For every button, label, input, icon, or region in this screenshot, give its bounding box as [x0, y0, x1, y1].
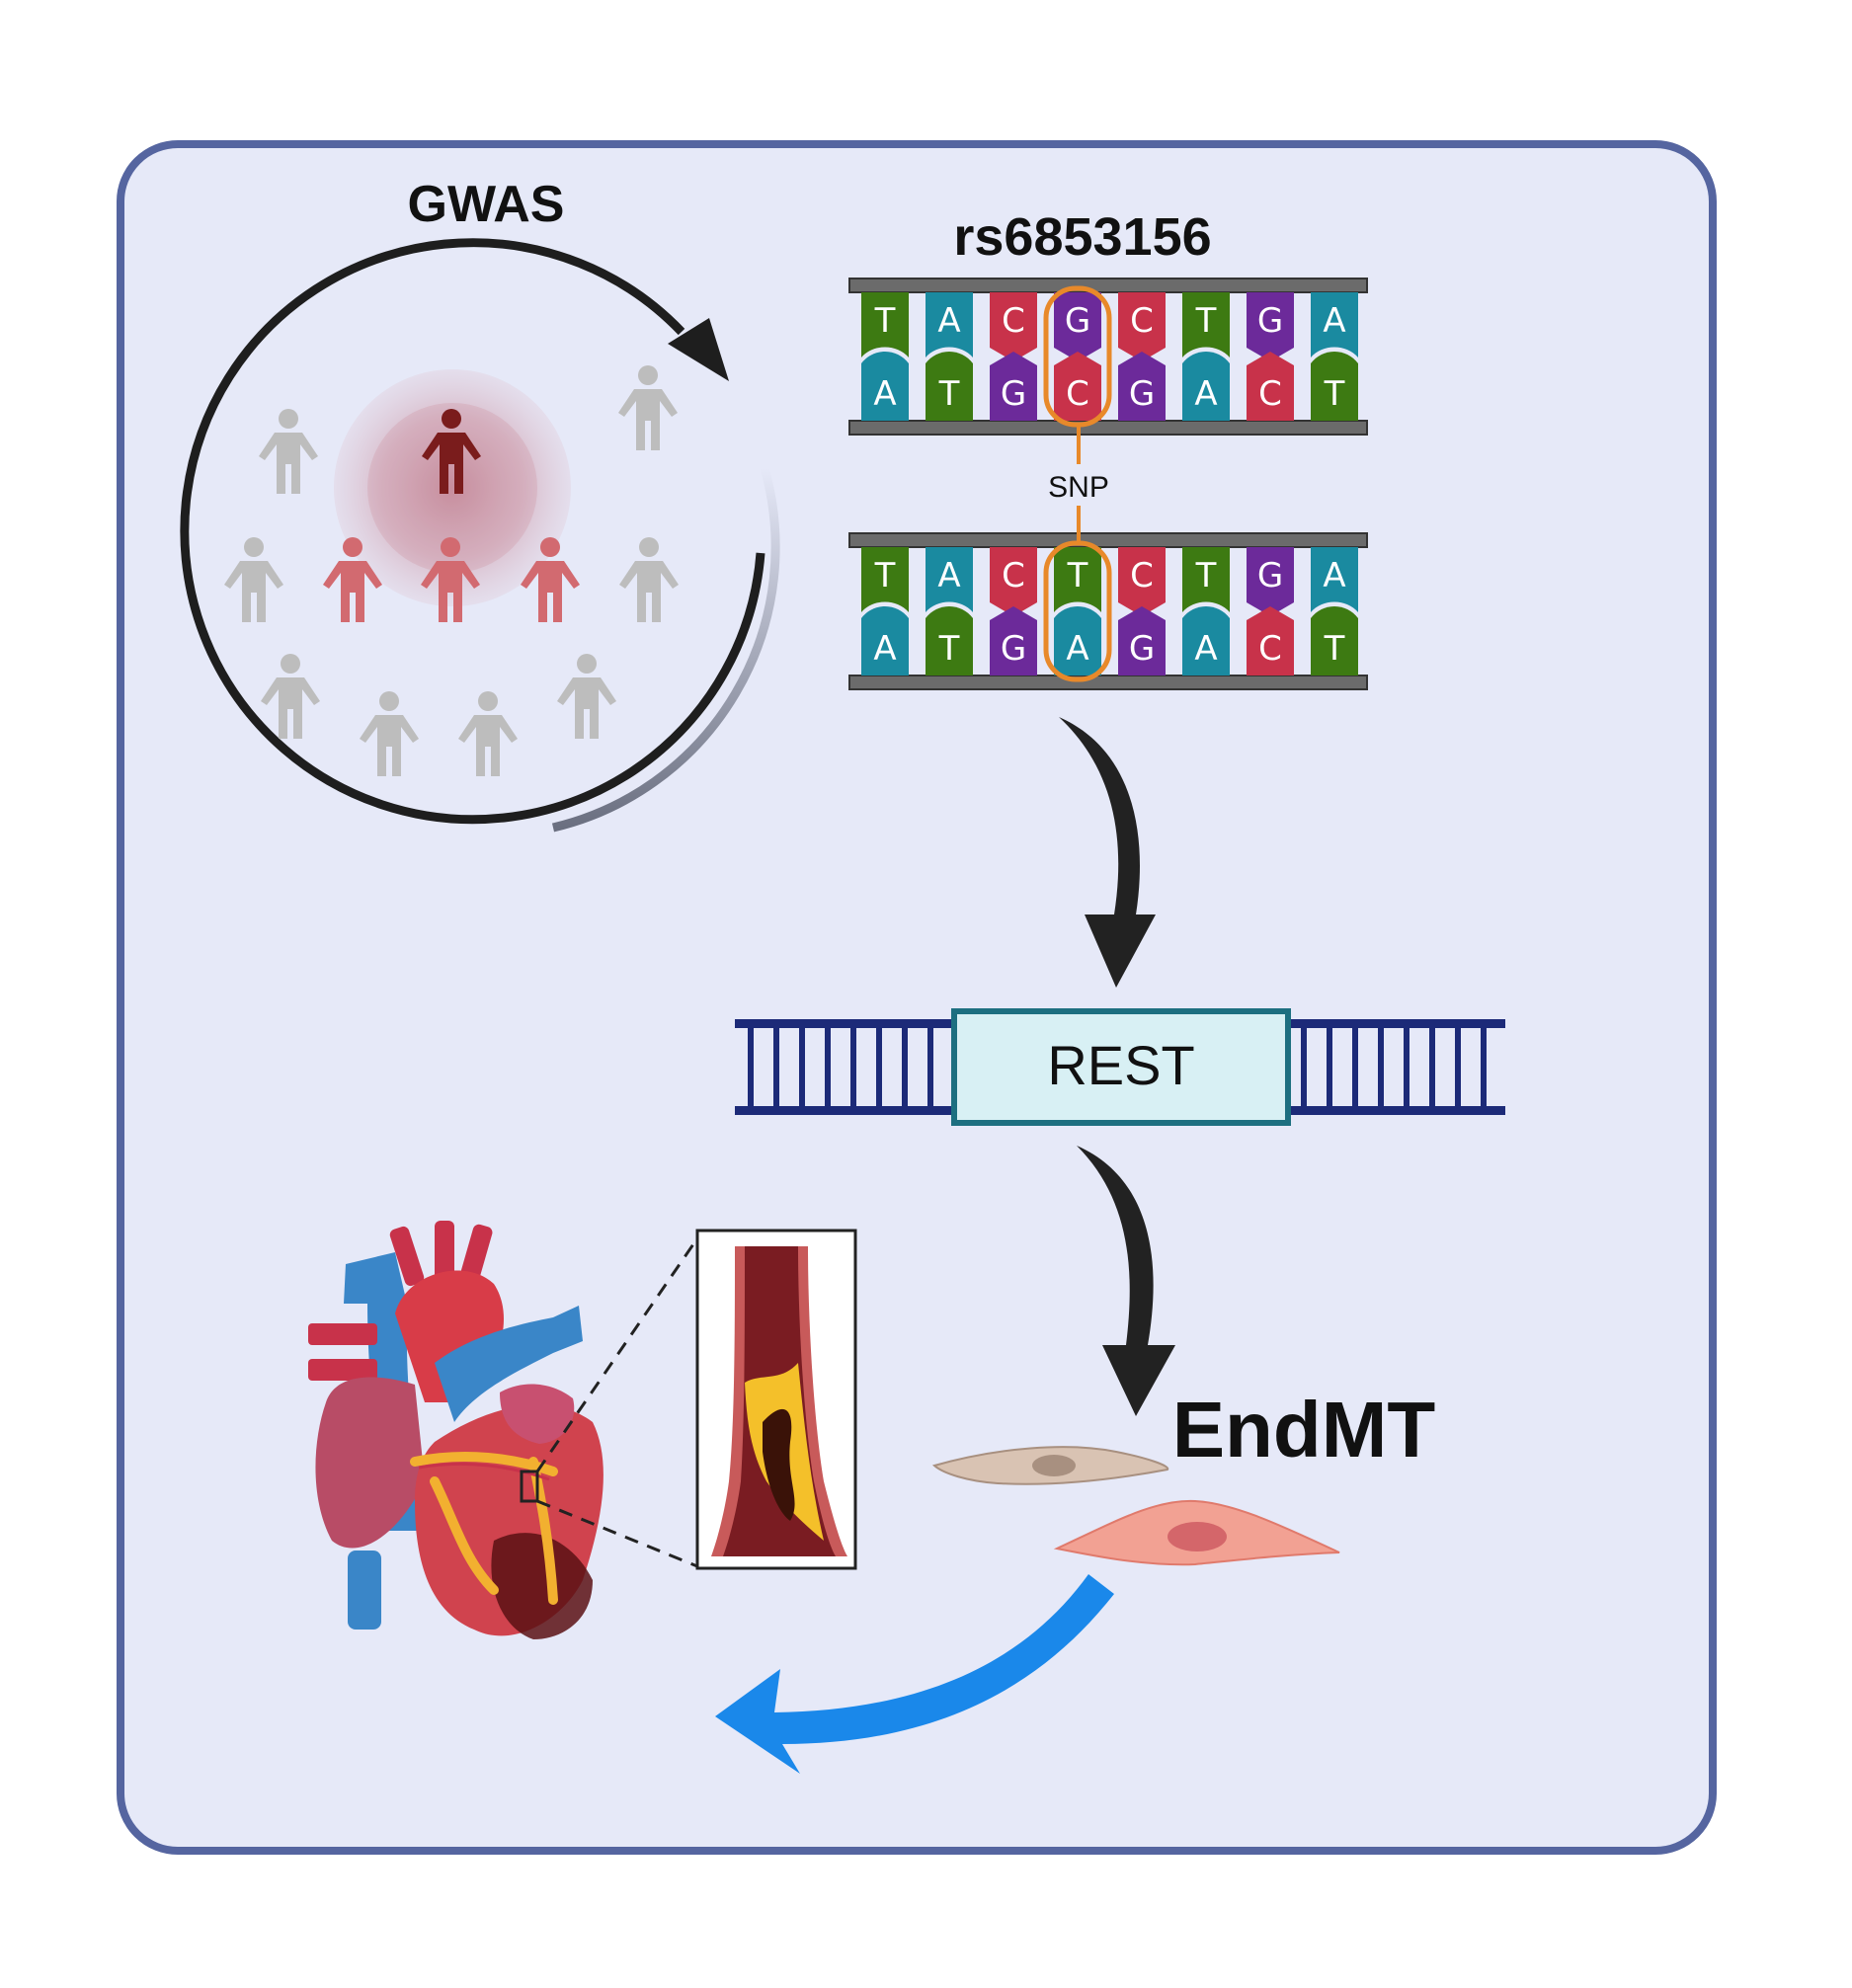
base-C: [1247, 606, 1294, 676]
endmt-label: EndMT: [1172, 1386, 1436, 1473]
base-T: [1182, 292, 1230, 358]
base-letter: C: [1066, 374, 1089, 414]
base-letter: C: [1002, 301, 1025, 341]
base-G: [1118, 352, 1166, 421]
gwas-arrowhead: [668, 318, 729, 381]
base-letter: T: [938, 629, 960, 669]
base-G: [1247, 292, 1294, 361]
base-A: [1311, 547, 1358, 612]
base-C: [1118, 292, 1166, 361]
base-C: [1247, 352, 1294, 421]
base-A: [1311, 292, 1358, 358]
base-C: [1054, 352, 1101, 421]
base-letter: A: [1323, 301, 1345, 341]
base-letter: C: [1130, 301, 1154, 341]
gwas-cycle-arc-fade: [551, 466, 780, 833]
base-C: [1118, 547, 1166, 616]
rest-gene-box: [951, 1008, 1291, 1126]
snp-id-label: rs6853156: [953, 207, 1211, 267]
base-G: [1054, 292, 1101, 361]
base-letter: G: [1065, 301, 1090, 341]
base-A: [926, 292, 973, 358]
base-letter: C: [1002, 556, 1025, 596]
snp-label: SNP: [1048, 471, 1109, 504]
base-A: [1182, 352, 1230, 421]
base-G: [990, 606, 1037, 676]
base-letter: G: [1129, 629, 1155, 669]
arrow-to-endmt: [1077, 1146, 1175, 1416]
base-T: [1311, 606, 1358, 676]
gwas-cycle-arc: [180, 238, 765, 825]
base-C: [990, 292, 1037, 361]
base-letter: G: [1129, 374, 1155, 414]
base-letter: G: [1257, 301, 1283, 341]
base-letter: T: [938, 374, 960, 414]
endothelial-cell: [931, 1446, 1169, 1485]
base-letter: T: [1067, 556, 1088, 596]
artery-plaque-icon: [695, 1229, 857, 1570]
base-letter: A: [1066, 629, 1088, 669]
base-A: [1054, 606, 1101, 676]
base-T: [926, 606, 973, 676]
base-letter: G: [1001, 374, 1026, 414]
base-C: [990, 547, 1037, 616]
base-letter: A: [873, 629, 896, 669]
base-T: [1182, 547, 1230, 612]
risk-glow: [334, 369, 571, 606]
base-letter: T: [1324, 629, 1345, 669]
base-A: [861, 352, 909, 421]
base-letter: A: [873, 374, 896, 414]
base-letter: A: [937, 556, 960, 596]
base-letter: T: [874, 556, 896, 596]
base-letter: C: [1130, 556, 1154, 596]
base-letter: G: [1001, 629, 1026, 669]
snp-highlight: [1043, 540, 1112, 682]
snp-highlight: [1043, 285, 1112, 428]
base-G: [1118, 606, 1166, 676]
base-letter: T: [1324, 374, 1345, 414]
base-T: [861, 547, 909, 612]
heart-icon: [308, 1221, 604, 1639]
base-letter: T: [1195, 301, 1217, 341]
base-A: [1182, 606, 1230, 676]
gwas-label: GWAS: [408, 176, 565, 233]
mesenchymal-cell: [1053, 1499, 1340, 1566]
rest-gene-label: REST: [1047, 1034, 1194, 1096]
base-T: [1311, 352, 1358, 421]
arrow-to-rest: [1059, 717, 1156, 988]
base-letter: A: [1323, 556, 1345, 596]
base-letter: G: [1257, 556, 1283, 596]
base-letter: C: [1258, 374, 1282, 414]
base-letter: T: [874, 301, 896, 341]
base-G: [1247, 547, 1294, 616]
base-T: [1054, 547, 1101, 612]
base-T: [926, 352, 973, 421]
base-T: [861, 292, 909, 358]
base-letter: C: [1258, 629, 1282, 669]
base-letter: T: [1195, 556, 1217, 596]
base-A: [861, 606, 909, 676]
base-letter: A: [1194, 629, 1217, 669]
base-G: [990, 352, 1037, 421]
base-letter: A: [1194, 374, 1217, 414]
base-A: [926, 547, 973, 612]
base-letter: A: [937, 301, 960, 341]
feedback-arrow: [715, 1574, 1114, 1774]
